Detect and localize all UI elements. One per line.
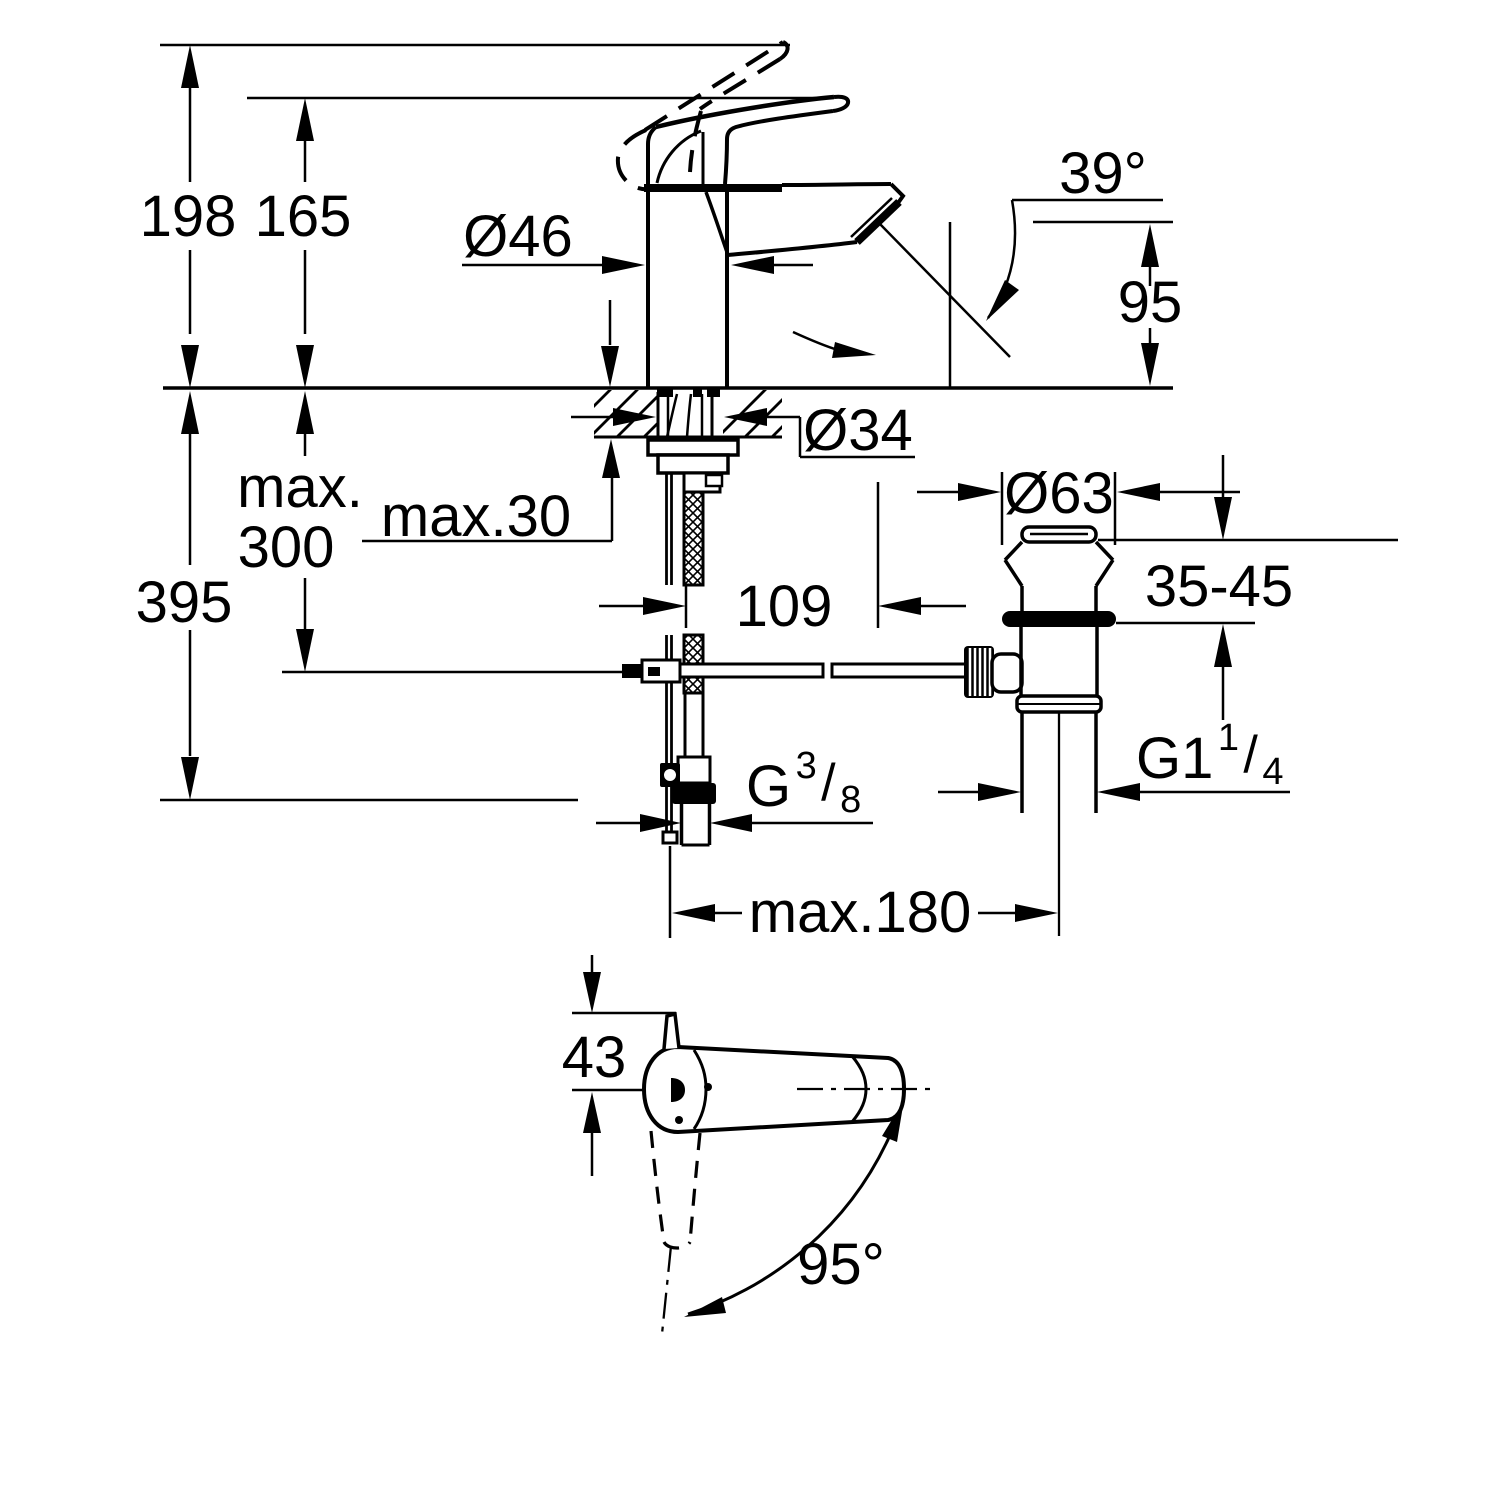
handle-raised-dashed [615, 40, 790, 192]
dim-dia-63 [917, 472, 1240, 545]
dim-angle-39 [792, 198, 1163, 388]
dim-label-395: 395 [136, 570, 233, 635]
dim-label-35-45: 35-45 [1145, 554, 1293, 619]
dim-g38 [596, 814, 873, 832]
dim-label-dia63: Ø63 [1004, 461, 1114, 526]
dim-max-300 [296, 391, 314, 672]
mounting-washer [646, 438, 740, 457]
mounting-shank [646, 388, 740, 494]
valve-seal-flange [1002, 611, 1116, 627]
dim-95 [1033, 220, 1173, 386]
dim-395 [181, 391, 199, 800]
front-view [163, 40, 1173, 936]
drain-valve [964, 525, 1116, 936]
valve-knob-collar [990, 652, 1024, 694]
handle-tab [662, 1011, 681, 1050]
spout-plan-dashed [649, 1130, 702, 1250]
dim-label-max180: max.180 [749, 880, 971, 945]
compression-nut [672, 783, 716, 804]
dim-label-max: max. [237, 455, 363, 520]
spout-centerline [660, 1245, 673, 1335]
dimensions [160, 43, 1398, 1317]
dim-label-109: 109 [736, 574, 833, 639]
dim-g114 [938, 783, 1290, 801]
handle-plan-outline [641, 1044, 907, 1135]
faucet-body [644, 94, 906, 388]
labels: 198 165 Ø46 39° 95 max. 300 max.30 395 Ø… [136, 141, 1294, 1297]
top-view [641, 1011, 938, 1335]
hose-fitting [676, 755, 712, 785]
mounting-nut [656, 453, 730, 475]
dim-label-g38: G 3 / 8 [746, 745, 861, 821]
dim-label-95: 95 [1118, 270, 1183, 335]
dim-label-dia34: Ø34 [803, 398, 913, 463]
dim-label-39deg: 39° [1059, 141, 1147, 206]
dim-35-45 [1098, 455, 1398, 720]
flow-direction-arc [792, 330, 839, 352]
dim-label-43: 43 [562, 1025, 627, 1090]
dim-max-180 [668, 846, 1058, 938]
pop-up-linkage [622, 658, 1000, 684]
cartridge-cap-bar [644, 184, 782, 192]
dim-label-95deg: 95° [797, 1232, 885, 1297]
dim-label-165: 165 [255, 184, 352, 249]
dim-dia-46 [462, 256, 813, 274]
dim-max-30 [362, 300, 620, 543]
dim-label-300: 300 [238, 515, 335, 580]
dim-label-198: 198 [140, 184, 237, 249]
dim-label-dia46: Ø46 [463, 204, 573, 269]
dim-109 [599, 482, 966, 628]
dim-198 [181, 45, 199, 388]
dim-label-max30: max.30 [381, 484, 571, 549]
dim-dia-34 [571, 408, 915, 459]
dim-165 [296, 98, 314, 388]
dim-label-g114: G1 1 / 4 [1136, 717, 1283, 793]
dim-43 [572, 955, 676, 1176]
handle-d-mark [671, 1078, 685, 1102]
